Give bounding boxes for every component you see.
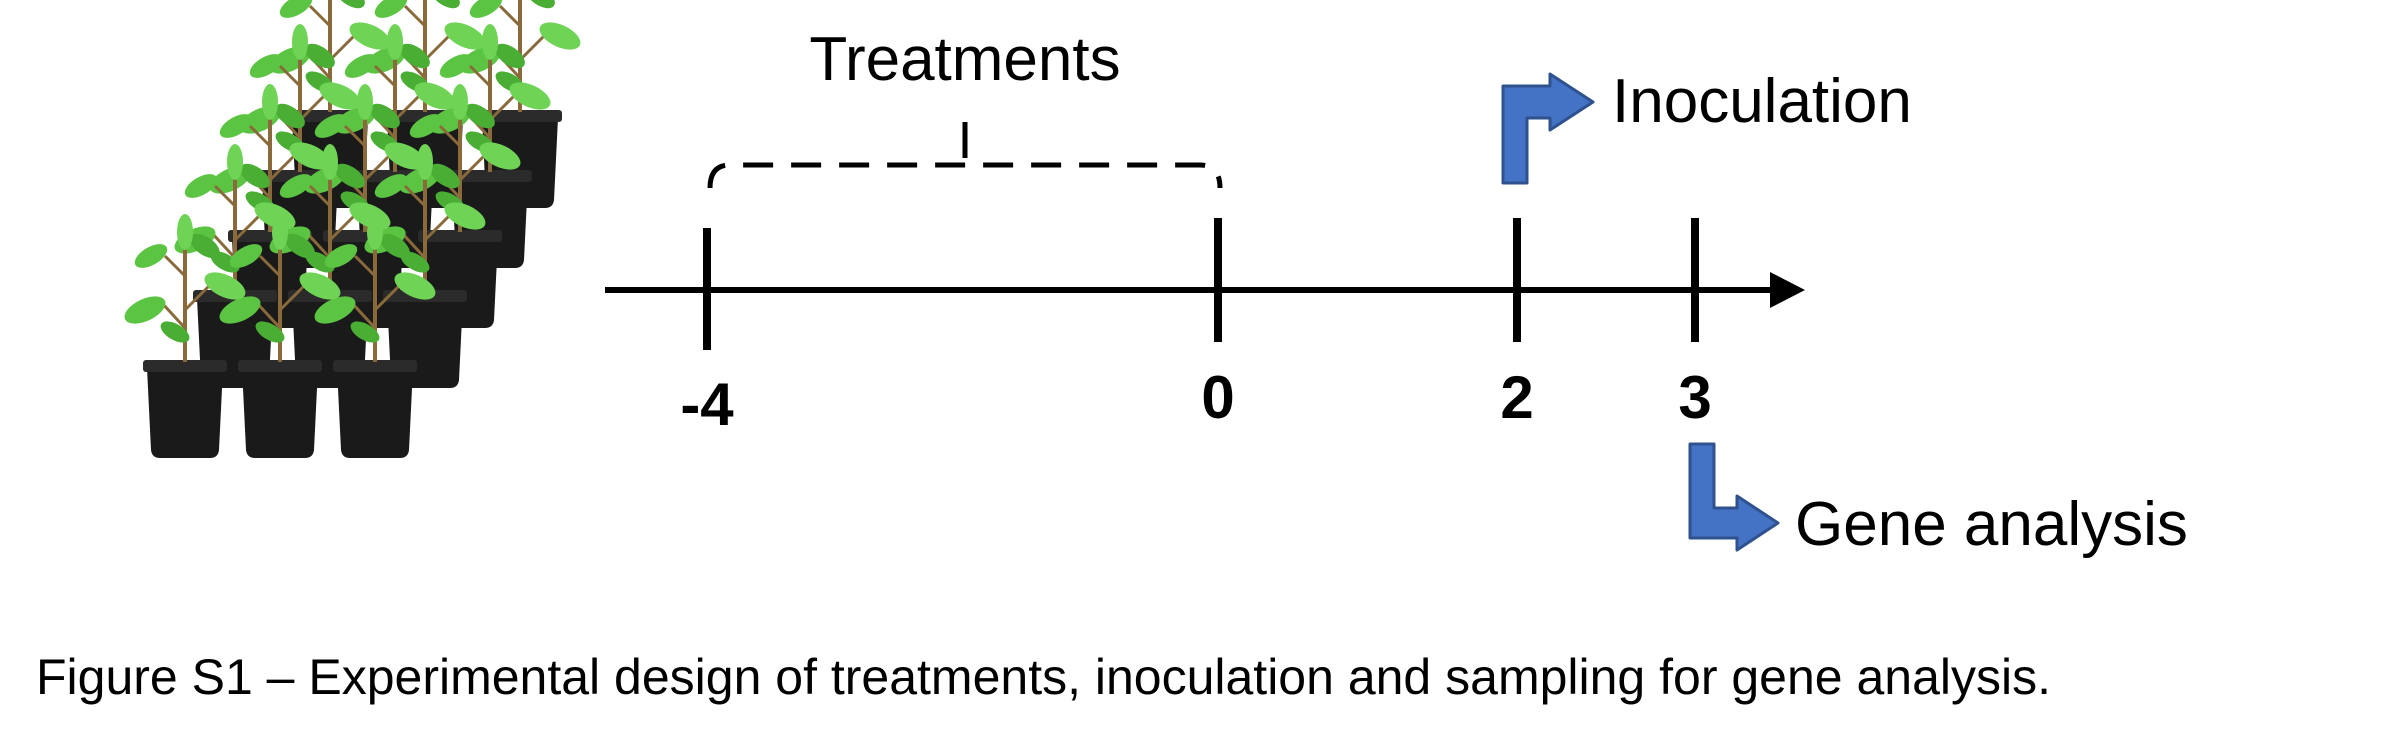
figure-caption: Figure S1 – Experimental design of treat…: [36, 649, 2052, 705]
inoculation-label: Inoculation: [1612, 67, 1912, 136]
tick-label-minus4: -4: [680, 371, 734, 438]
timeline-axis: [605, 218, 1805, 350]
bent-arrow-down-right-icon: [1688, 442, 1780, 552]
potted-plants-icon: [118, 0, 587, 460]
treatments-label: Treatments: [809, 25, 1120, 94]
gene-analysis-label: Gene analysis: [1795, 490, 2188, 559]
tick-label-0: 0: [1201, 364, 1234, 431]
tick-label-3: 3: [1678, 364, 1711, 431]
tick-label-2: 2: [1500, 364, 1533, 431]
treatments-bracket: [707, 122, 1223, 189]
bent-arrow-up-right-icon: [1501, 72, 1595, 185]
